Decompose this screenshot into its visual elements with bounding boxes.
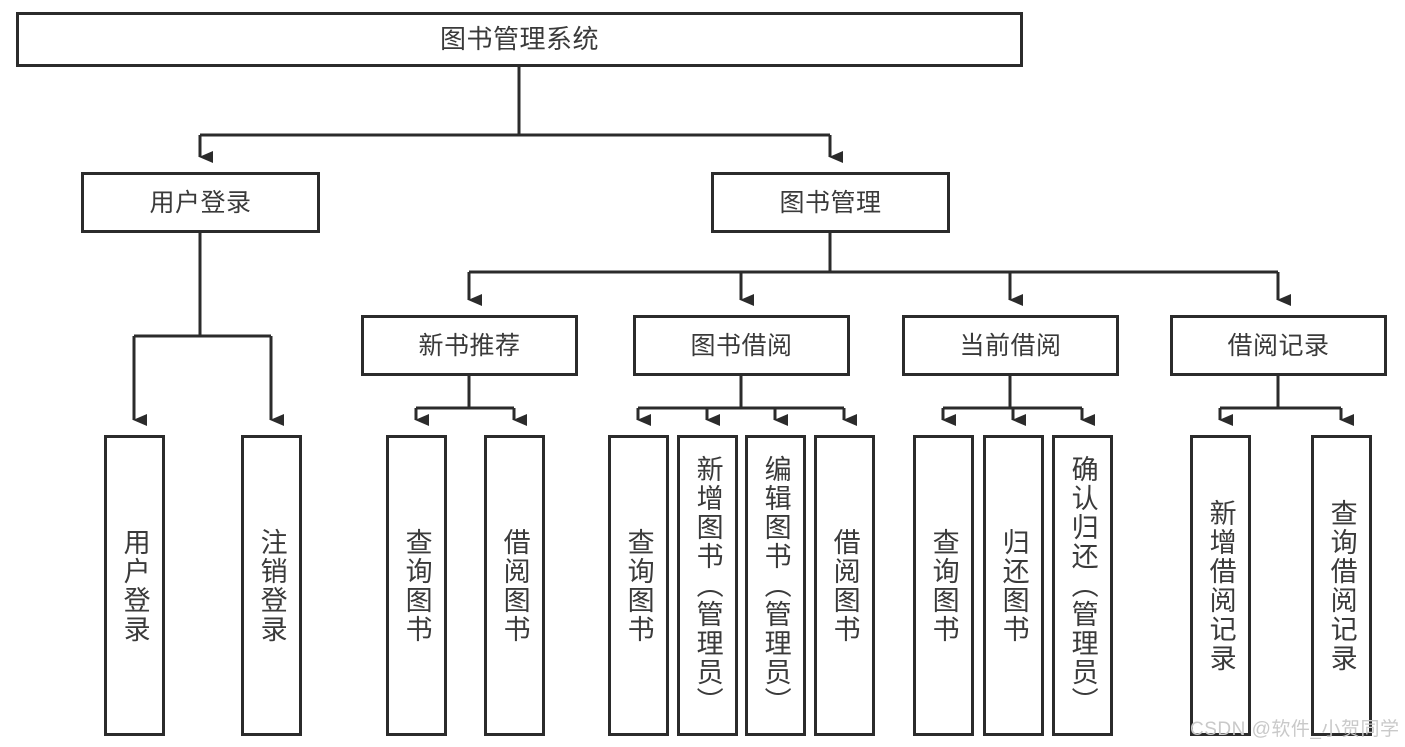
leaf-label: 查询借阅记录 — [1326, 498, 1357, 673]
leaf-label: 用户登录 — [119, 527, 150, 644]
leaf-label: 查询图书 — [928, 527, 959, 644]
leaf-label: 归还图书 — [998, 527, 1029, 644]
node-book-borrow[interactable]: 图书借阅 — [633, 315, 850, 376]
node-root[interactable]: 图书管理系统 — [16, 12, 1023, 67]
leaf-confirm-return[interactable]: 确认归还（管理员） — [1052, 435, 1113, 736]
node-borrow-records[interactable]: 借阅记录 — [1170, 315, 1387, 376]
leaf-label: 借阅图书 — [829, 527, 860, 644]
leaf-label: 查询图书 — [401, 527, 432, 644]
leaf-edit-book[interactable]: 编辑图书（管理员） — [745, 435, 806, 736]
node-book-manage[interactable]: 图书管理 — [711, 172, 950, 233]
leaf-query-book-3[interactable]: 查询图书 — [913, 435, 974, 736]
node-current-borrow[interactable]: 当前借阅 — [902, 315, 1119, 376]
leaf-return-book[interactable]: 归还图书 — [983, 435, 1044, 736]
leaf-label: 确认归还（管理员） — [1067, 455, 1098, 716]
leaf-query-book-2[interactable]: 查询图书 — [608, 435, 669, 736]
leaf-label: 新增借阅记录 — [1205, 498, 1236, 673]
leaf-user-login[interactable]: 用户登录 — [104, 435, 165, 736]
node-user-login[interactable]: 用户登录 — [81, 172, 320, 233]
leaf-borrow-book-1[interactable]: 借阅图书 — [484, 435, 545, 736]
leaf-user-logout[interactable]: 注销登录 — [241, 435, 302, 736]
leaf-borrow-book-2[interactable]: 借阅图书 — [814, 435, 875, 736]
leaf-label: 查询图书 — [623, 527, 654, 644]
leaf-label: 借阅图书 — [499, 527, 530, 644]
leaf-add-book[interactable]: 新增图书（管理员） — [677, 435, 738, 736]
node-new-book-recommend[interactable]: 新书推荐 — [361, 315, 578, 376]
leaf-add-record[interactable]: 新增借阅记录 — [1190, 435, 1251, 736]
leaf-label: 编辑图书（管理员） — [760, 455, 791, 716]
leaf-label: 注销登录 — [256, 527, 287, 644]
leaf-label: 新增图书（管理员） — [692, 455, 723, 716]
leaf-query-book-1[interactable]: 查询图书 — [386, 435, 447, 736]
leaf-query-record[interactable]: 查询借阅记录 — [1311, 435, 1372, 736]
